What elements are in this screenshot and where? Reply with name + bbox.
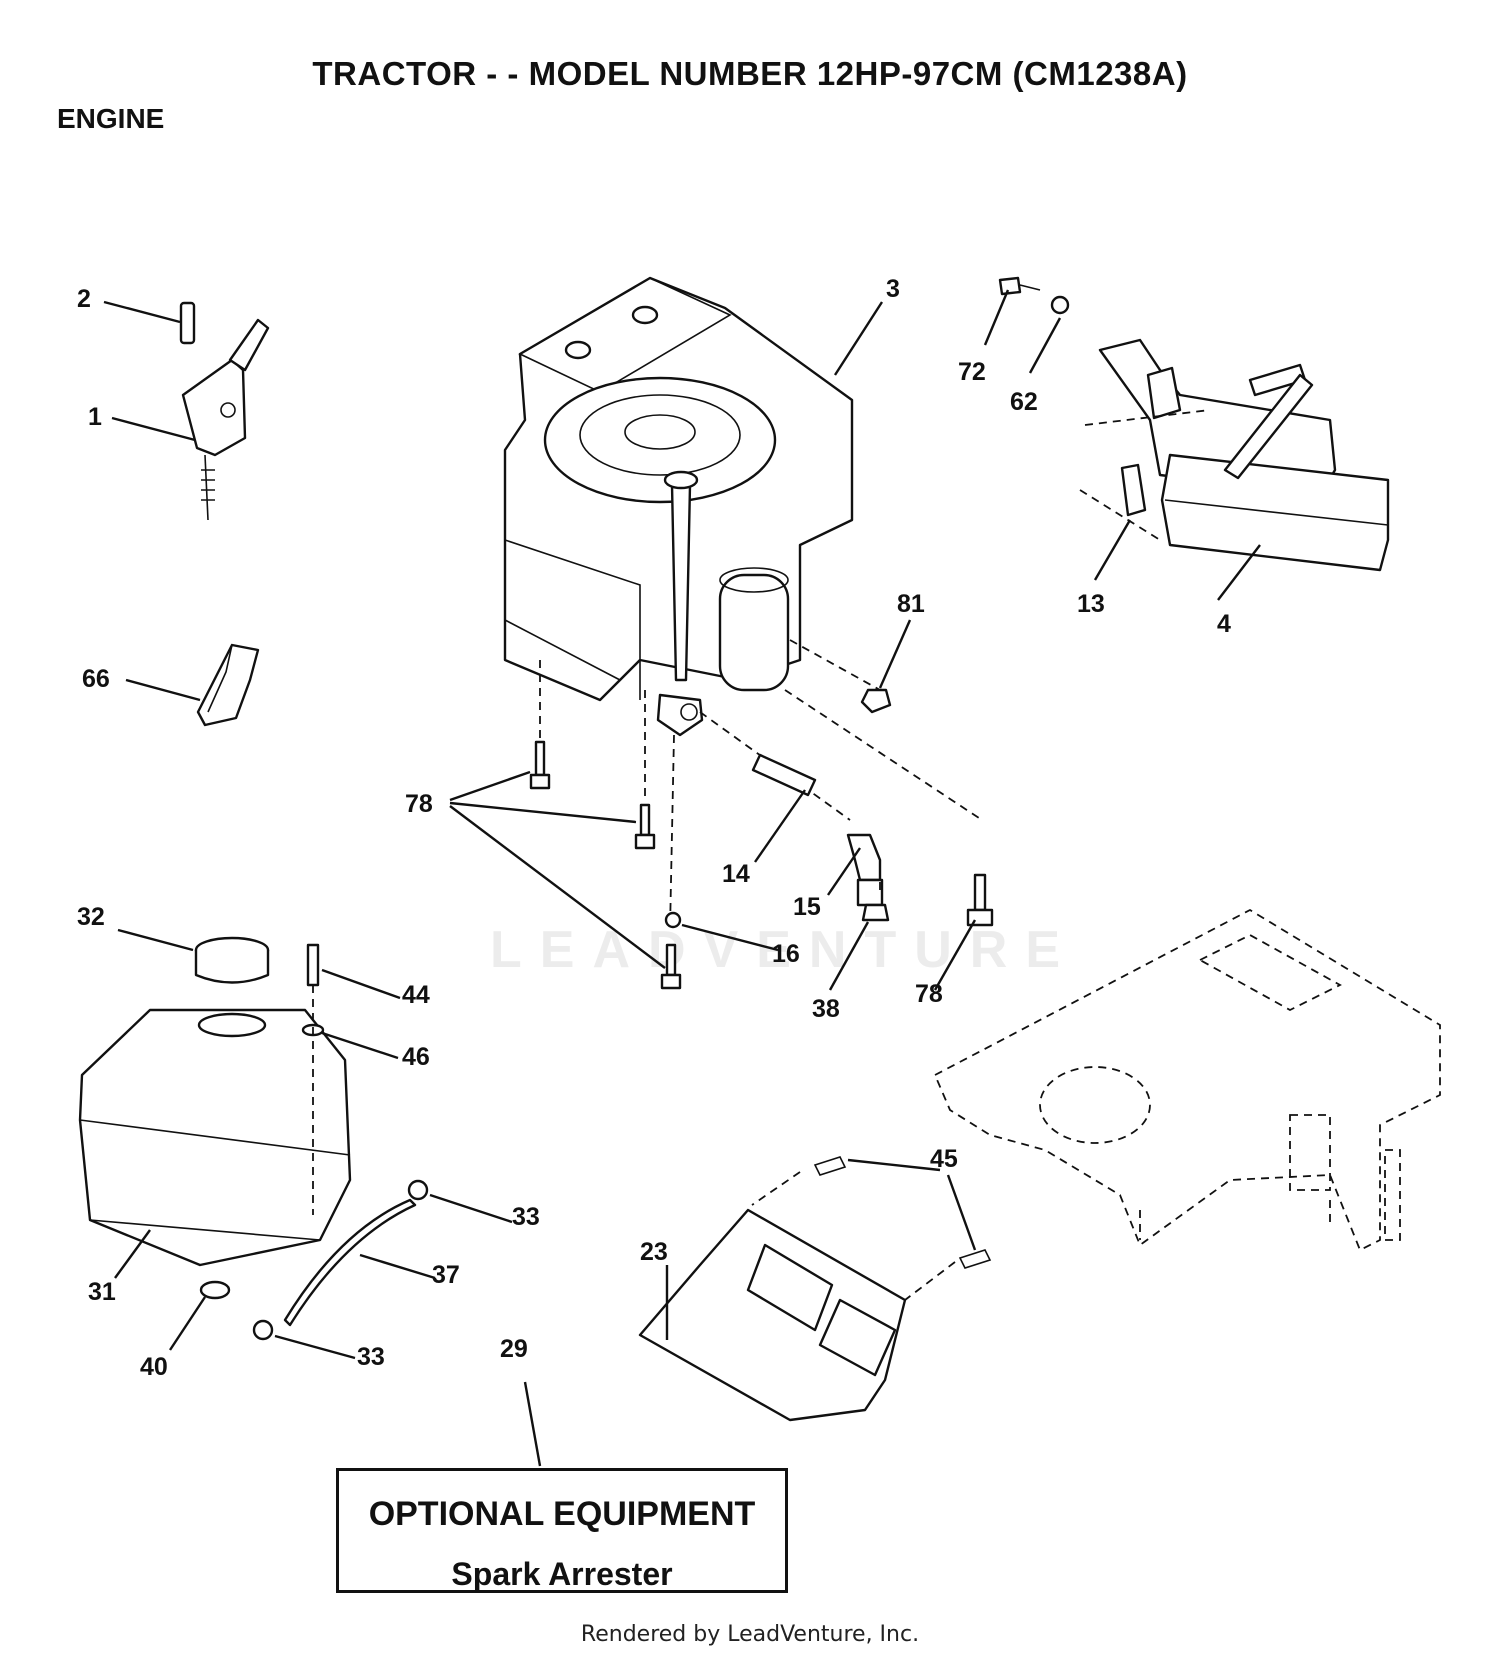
oil-drain-part: [699, 639, 994, 927]
callout-33b: 33: [357, 1343, 385, 1371]
leader-78a: [449, 770, 531, 802]
section-label: ENGINE: [57, 103, 165, 134]
diagram-title: TRACTOR - - MODEL NUMBER 12HP-97CM (CM12…: [312, 55, 1188, 92]
callout-37: 37: [432, 1261, 460, 1289]
leader-78d: [933, 919, 977, 991]
engine-part: [503, 276, 854, 737]
render-credit: Rendered by LeadVenture, Inc.: [580, 1622, 920, 1647]
leader-72: [983, 289, 1010, 346]
leader-38: [828, 921, 870, 991]
leader-2: [103, 300, 181, 324]
frame-part: [933, 908, 1441, 1252]
leader-1: [111, 416, 196, 442]
leader-33a: [429, 1193, 513, 1224]
leader-4: [1217, 544, 1261, 601]
callout-1: 1: [88, 403, 102, 431]
callout-32: 32: [77, 903, 105, 931]
leader-78b: [449, 801, 637, 824]
callout-16: 16: [772, 940, 800, 968]
leader-44: [321, 968, 401, 1000]
callout-81: 81: [897, 590, 925, 618]
leader-29: [523, 1381, 542, 1467]
callout-4: 4: [1217, 610, 1231, 638]
leader-40: [168, 1296, 207, 1351]
callout-3: 3: [886, 275, 900, 303]
callout-40: 40: [140, 1353, 168, 1381]
leader-66: [125, 678, 201, 702]
leader-81: [878, 619, 912, 689]
callout-31: 31: [88, 1278, 116, 1306]
leader-45a: [847, 1158, 941, 1172]
mounting-plate-part: [638, 1156, 992, 1422]
leader-3: [833, 301, 884, 376]
callout-38: 38: [812, 995, 840, 1023]
fuel-tank-part: [78, 936, 429, 1341]
callout-13: 13: [1077, 590, 1105, 618]
callout-62: 62: [1010, 388, 1038, 416]
leader-37: [359, 1253, 436, 1280]
leader-31: [114, 1229, 151, 1279]
callout-78b: 78: [915, 980, 943, 1008]
leader-13: [1093, 519, 1132, 581]
muffler-part: [998, 276, 1390, 572]
callout-46: 46: [402, 1043, 430, 1071]
callout-23: 23: [640, 1238, 668, 1266]
leader-46: [321, 1031, 399, 1060]
callout-2: 2: [77, 285, 91, 313]
optional-equipment-item: Spark Arrester: [451, 1556, 673, 1592]
leader-33b: [274, 1334, 356, 1360]
callout-29: 29: [500, 1335, 528, 1363]
throttle-control-part: [179, 301, 270, 521]
callout-72: 72: [958, 358, 986, 386]
callout-66: 66: [82, 665, 110, 693]
leader-45b: [946, 1174, 977, 1251]
leader-62: [1028, 317, 1062, 374]
callout-15: 15: [793, 893, 821, 921]
callout-45: 45: [930, 1145, 958, 1173]
engine-bolts-part: [529, 660, 682, 990]
leader-15: [827, 847, 861, 896]
callout-78a: 78: [405, 790, 433, 818]
optional-equipment-title: OPTIONAL EQUIPMENT: [368, 1495, 756, 1533]
leader-78c: [449, 805, 666, 969]
leader-16: [681, 923, 779, 952]
callout-33a: 33: [512, 1203, 540, 1231]
optional-equipment-box: OPTIONAL EQUIPMENT Spark Arrester: [336, 1468, 788, 1593]
leader-32: [117, 928, 194, 952]
leader-14: [754, 789, 806, 863]
callout-44: 44: [402, 981, 430, 1009]
clip-part: [196, 643, 260, 727]
callout-14: 14: [722, 860, 750, 888]
